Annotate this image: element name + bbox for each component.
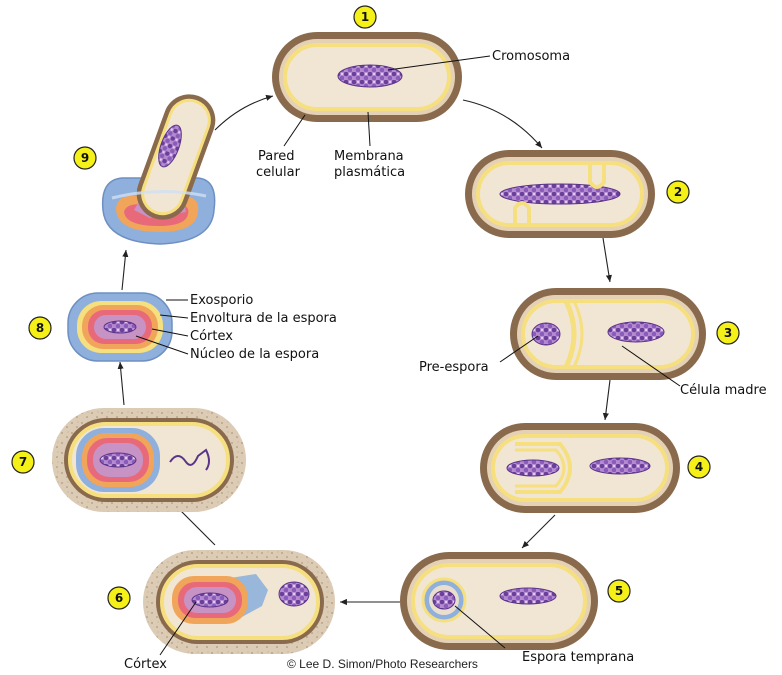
label-cortex-stage8: Córtex: [190, 329, 233, 344]
step-5-number: 5: [615, 584, 623, 598]
photo-credit: © Lee D. Simon/Photo Researchers: [287, 657, 478, 671]
label-membrana-line2: plasmática: [334, 165, 405, 180]
label-membrana-line1: Membrana: [334, 149, 404, 164]
step-2-number: 2: [674, 185, 682, 199]
stage-2-cell: [465, 150, 655, 238]
step-9-badge: 9: [74, 147, 96, 169]
label-cortex-stage6: Córtex: [124, 657, 167, 672]
step-1-number: 1: [361, 10, 369, 24]
stage-8-spore: [68, 293, 172, 361]
step-9-number: 9: [81, 151, 89, 165]
prespore-chromosome: [532, 323, 560, 345]
mother-cell-chromosome: [608, 322, 664, 342]
mother-cell-chromosome: [590, 458, 650, 474]
stage-7-cell: [52, 408, 246, 512]
stage-9-germinating-spore: [103, 87, 223, 244]
chromosome: [338, 65, 402, 87]
step-3-number: 3: [724, 326, 732, 340]
arrow-1-to-2: [463, 100, 542, 148]
label-cromosoma: Cromosoma: [492, 49, 570, 64]
step-4-number: 4: [695, 460, 703, 474]
step-6-number: 6: [115, 591, 123, 605]
step-5-badge: 5: [608, 580, 630, 602]
stage-5-cell: [400, 552, 598, 650]
step-7-badge: 7: [12, 451, 34, 473]
label-pared-line2: celular: [256, 165, 301, 180]
label-pre-espora: Pre-espora: [419, 360, 489, 375]
step-8-badge: 8: [29, 317, 51, 339]
arrow-3-to-4: [605, 380, 610, 420]
step-7-number: 7: [19, 455, 27, 469]
label-celula-madre: Célula madre: [680, 383, 767, 398]
label-pared-line1: Pared: [258, 149, 295, 164]
stage-4-cell: [480, 423, 680, 513]
arrow-7-to-8: [120, 362, 124, 405]
step-1-badge: 1: [354, 6, 376, 28]
label-espora-temprana: Espora temprana: [522, 650, 634, 665]
prespore-chromosome: [507, 460, 559, 476]
step-8-number: 8: [36, 321, 44, 335]
label-exosporio: Exosporio: [190, 293, 253, 308]
stage-3-cell: [510, 288, 706, 380]
arrow-2-to-3: [603, 238, 610, 282]
arrow-4-to-5: [522, 515, 555, 548]
arrow-8-to-9: [122, 250, 126, 290]
stage-1-cell: [272, 32, 462, 122]
step-2-badge: 2: [667, 181, 689, 203]
mother-cell-chromosome: [500, 588, 556, 604]
step-3-badge: 3: [717, 322, 739, 344]
arrow-9-to-1: [215, 96, 273, 130]
label-nucleo: Núcleo de la espora: [190, 347, 319, 362]
step-4-badge: 4: [688, 456, 710, 478]
mother-cell-chromosome: [279, 582, 309, 606]
step-6-badge: 6: [108, 587, 130, 609]
label-envoltura: Envoltura de la espora: [190, 311, 337, 326]
